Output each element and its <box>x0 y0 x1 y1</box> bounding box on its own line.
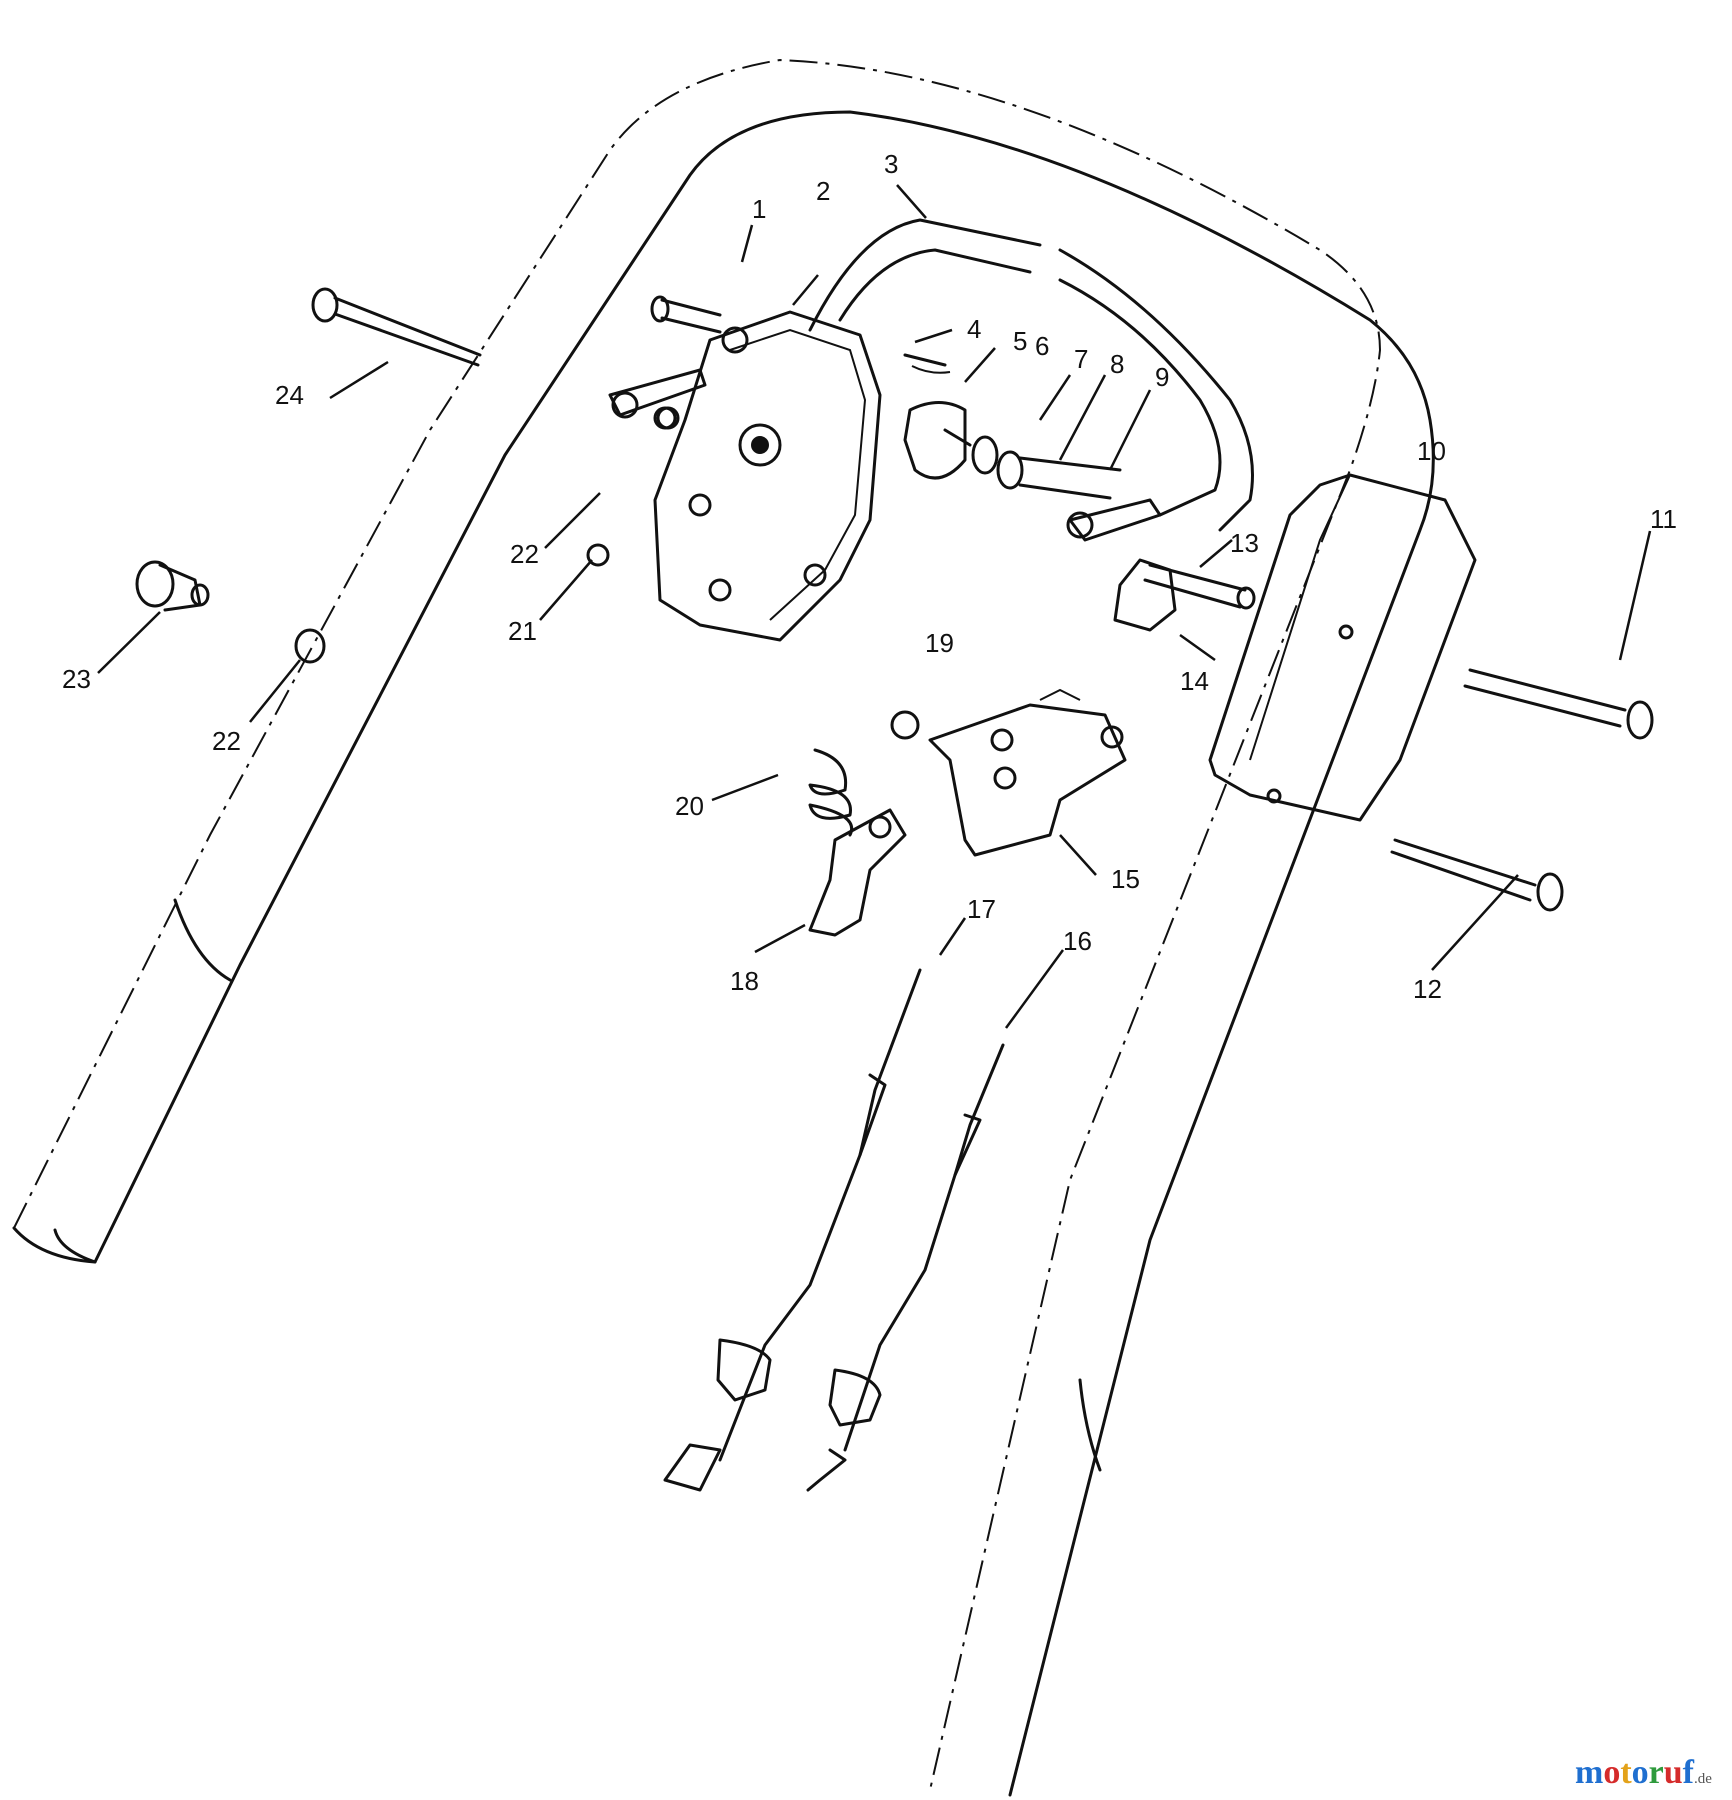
callout-2: 2 <box>816 176 830 206</box>
spacer-23 <box>135 560 210 612</box>
callout-10: 10 <box>1417 436 1446 466</box>
pin-and-latch <box>1066 498 1256 632</box>
bail-tube <box>808 218 1254 532</box>
callout-15: 15 <box>1111 864 1140 894</box>
leader-lines <box>97 184 1652 1029</box>
callout-12: 12 <box>1413 974 1442 1004</box>
callout-16: 16 <box>1063 926 1092 956</box>
spring <box>808 748 853 837</box>
washer-19 <box>890 710 920 740</box>
callout-3: 3 <box>884 149 898 179</box>
callout-13: 13 <box>1230 528 1259 558</box>
callout-8: 8 <box>1110 349 1124 379</box>
callout-23: 23 <box>62 664 91 694</box>
callout-7: 7 <box>1074 344 1088 374</box>
callout-20: 20 <box>675 791 704 821</box>
callout-5: 5 <box>1013 326 1027 356</box>
bolt-1 <box>650 295 722 334</box>
callout-24: 24 <box>275 380 304 410</box>
nut-21 <box>586 543 610 567</box>
nut-22-upper <box>656 406 680 430</box>
nut-22-lower <box>294 628 326 664</box>
callout-labels: 1 2 3 4 5 6 7 8 9 10 11 12 13 14 15 16 1… <box>62 149 1677 1004</box>
callout-6: 6 <box>1035 331 1049 361</box>
lever-18 <box>808 808 907 937</box>
bracket <box>928 688 1127 857</box>
cam-assembly <box>903 353 1122 500</box>
watermark-logo: motoruf.de <box>1575 1754 1712 1791</box>
callout-19: 19 <box>925 628 954 658</box>
callout-17: 17 <box>967 894 996 924</box>
callout-22-lower: 22 <box>212 726 241 756</box>
bolt-11 <box>1463 668 1654 740</box>
bolt-12 <box>1390 838 1564 912</box>
callout-11: 11 <box>1650 504 1677 534</box>
handle-tube <box>12 58 1435 1797</box>
cable-16 <box>806 1043 1005 1492</box>
callout-22-upper: 22 <box>510 539 539 569</box>
callout-21: 21 <box>508 616 537 646</box>
control-housing <box>653 310 882 642</box>
callout-9: 9 <box>1155 362 1169 392</box>
side-cover <box>1208 473 1477 822</box>
callout-4: 4 <box>967 314 981 344</box>
bolt-24 <box>311 287 482 367</box>
svg-text:motoruf.de: motoruf.de <box>1575 1754 1712 1791</box>
callout-14: 14 <box>1180 666 1209 696</box>
callout-1: 1 <box>752 194 766 224</box>
callout-18: 18 <box>730 966 759 996</box>
cable-17 <box>663 968 922 1492</box>
